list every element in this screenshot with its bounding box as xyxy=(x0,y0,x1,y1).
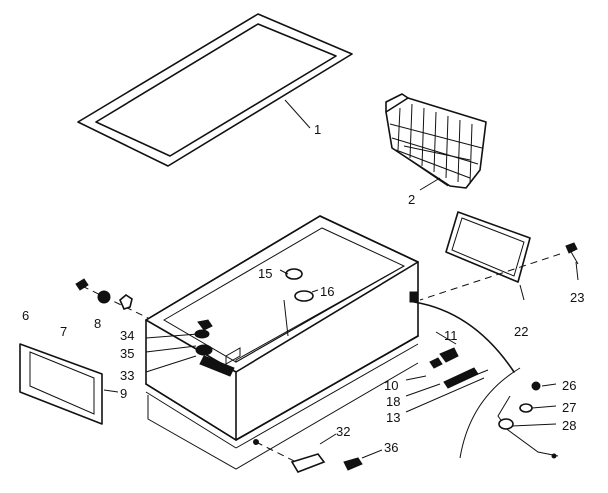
callout-35: 35 xyxy=(120,346,134,361)
callout-34: 34 xyxy=(120,328,134,343)
callout-9: 9 xyxy=(120,386,127,401)
bottom-parts xyxy=(253,433,383,473)
callout-1: 1 xyxy=(314,122,321,137)
callout-11: 11 xyxy=(444,328,458,343)
callout-6: 6 xyxy=(22,308,29,323)
callout-33: 33 xyxy=(120,368,134,383)
wire-basket xyxy=(385,93,487,191)
callout-2: 2 xyxy=(408,192,415,207)
left-parts xyxy=(75,278,235,377)
freezer-cabinet xyxy=(145,215,419,470)
callout-22: 22 xyxy=(514,324,528,339)
callout-16: 16 xyxy=(320,284,334,299)
callout-23: 23 xyxy=(570,290,584,305)
callout-26: 26 xyxy=(562,378,576,393)
lid-gasket xyxy=(77,13,353,167)
callout-18: 18 xyxy=(386,394,400,409)
callout-10: 10 xyxy=(384,378,398,393)
callout-32: 32 xyxy=(336,424,350,439)
callout-labels: 1 2 6 7 8 9 10 11 13 15 16 18 22 23 26 2… xyxy=(22,122,584,455)
right-parts xyxy=(405,291,515,413)
callout-15: 15 xyxy=(258,266,272,281)
access-panel xyxy=(445,211,531,301)
callout-36: 36 xyxy=(384,440,398,455)
callout-7: 7 xyxy=(60,324,67,339)
callout-27: 27 xyxy=(562,400,576,415)
callout-8: 8 xyxy=(94,316,101,331)
parts-15-16 xyxy=(279,268,319,302)
screw-23 xyxy=(419,242,579,301)
callout-13: 13 xyxy=(386,410,400,425)
callout-28: 28 xyxy=(562,418,576,433)
door-frame xyxy=(19,343,119,425)
harness-parts xyxy=(459,367,559,459)
